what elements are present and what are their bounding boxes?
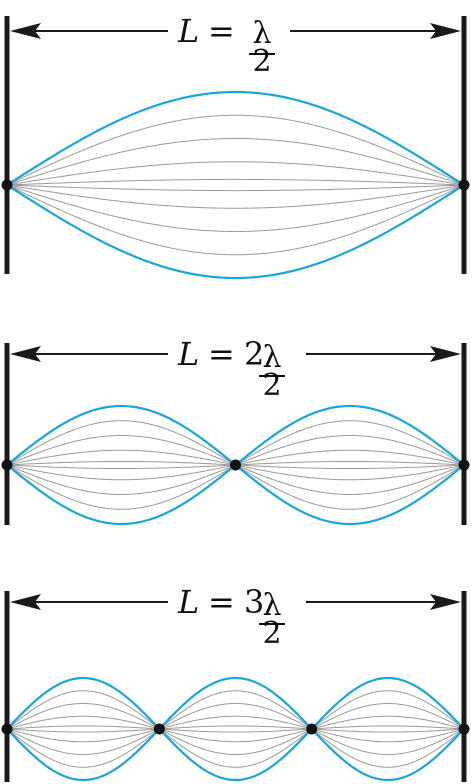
envelope-curve-upper: [6, 90, 465, 186]
intermediate-wave-curve: [6, 184, 465, 256]
intermediate-wave-curve: [6, 725, 465, 733]
intermediate-wave-curve: [6, 184, 465, 233]
node-dot-icon: [458, 459, 470, 471]
intermediate-wave-curve: [6, 690, 465, 768]
intermediate-wave-curve: [6, 114, 465, 186]
mode-coefficient: 2: [244, 335, 264, 373]
fraction-numerator: λ: [252, 16, 271, 51]
arrow-head-right-icon: [430, 346, 461, 362]
fraction-denominator: 2: [262, 368, 281, 403]
intermediate-wave-curve: [6, 161, 465, 186]
intermediate-wave-curve: [6, 137, 465, 186]
arrow-head-left-icon: [10, 594, 41, 610]
envelope-curve-lower: [6, 676, 465, 782]
arrow-head-right-icon: [430, 23, 461, 39]
mode-coefficient: 3: [244, 583, 264, 621]
length-variable: L: [177, 583, 199, 621]
node-dot-icon: [1, 459, 13, 471]
fraction-numerator: λ: [262, 340, 281, 375]
equals-sign: =: [208, 335, 235, 373]
node-dot-icon: [230, 459, 241, 471]
node-dot-icon: [1, 723, 13, 735]
intermediate-wave-curve: [6, 690, 465, 768]
arrow-head-left-icon: [10, 23, 41, 39]
fraction-denominator: 2: [262, 616, 281, 651]
node-dot-icon: [306, 723, 318, 735]
arrow-head-left-icon: [10, 346, 41, 362]
length-variable: L: [177, 335, 199, 373]
mode-panel-3: L=3λ2: [1, 583, 470, 782]
node-dot-icon: [153, 723, 165, 735]
intermediate-wave-curve: [6, 715, 465, 743]
envelope-curve-upper: [6, 676, 465, 782]
intermediate-wave-curve: [6, 178, 465, 186]
fraction-denominator: 2: [252, 44, 271, 79]
equals-sign: =: [208, 583, 235, 621]
length-variable: L: [177, 12, 199, 50]
intermediate-wave-curve: [6, 184, 465, 192]
mode-panel-1: L= λ2: [1, 12, 470, 280]
node-dot-icon: [1, 179, 13, 191]
mode-panel-2: L=2λ2: [1, 335, 470, 526]
fraction-numerator: λ: [262, 588, 281, 623]
envelope-curve-lower: [6, 184, 465, 280]
intermediate-wave-curve: [6, 725, 465, 733]
node-dot-icon: [458, 723, 470, 735]
arrow-head-right-icon: [430, 594, 461, 610]
equals-sign: =: [208, 12, 235, 50]
intermediate-wave-curve: [6, 702, 465, 756]
intermediate-wave-curve: [6, 715, 465, 743]
node-dot-icon: [458, 179, 470, 191]
intermediate-wave-curve: [6, 702, 465, 756]
intermediate-wave-curve: [6, 184, 465, 209]
